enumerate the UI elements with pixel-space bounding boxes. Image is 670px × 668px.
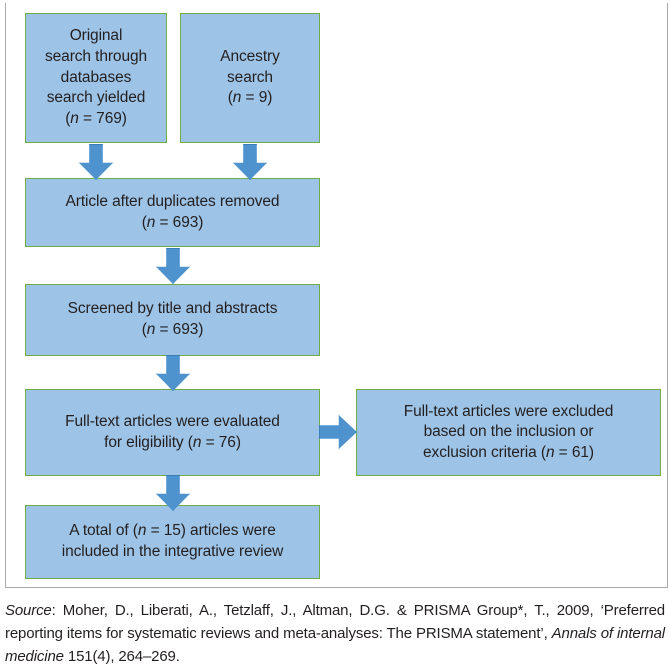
flow-box-ancestry-search-line-1: Ancestry (220, 48, 280, 66)
flow-box-full-text-excluded-line-1: Full-text articles were excluded (403, 402, 614, 420)
arrow-down-icon-screened-to-eligibility (156, 355, 190, 391)
source-locator: 151(4), 264–269. (67, 647, 180, 665)
flow-box-ancestry-search-line-2: search (227, 68, 273, 86)
flow-box-ancestry-search: Ancestry search (n = 9) (180, 13, 320, 143)
flow-box-ancestry-search-count: (n = 9) (227, 89, 273, 107)
flow-box-original-search-count: (n = 769) (65, 109, 127, 127)
flow-box-total-included-line-2: included in the integrative review (61, 543, 284, 560)
flow-box-after-duplicates-removed-count: (n = 693) (141, 213, 204, 231)
flow-box-original-search-line-4: search yielded (46, 89, 146, 107)
source-colon: : (51, 602, 63, 619)
flow-box-original-search-line-1: Original (69, 27, 123, 45)
flow-box-total-included-line-1: A total of (n = 15) articles were (69, 522, 276, 540)
flow-box-after-duplicates-removed: Article after duplicates removed (n = 69… (25, 178, 320, 247)
flow-box-original-search-line-2: search through (45, 48, 147, 66)
flow-box-original-search: Original search through databases search… (25, 13, 167, 143)
flow-box-full-text-excluded-line-2: based on the inclusion or (423, 423, 594, 441)
figure-frame: Original search through databases search… (5, 3, 668, 588)
flow-box-original-search-line-3: databases (60, 68, 132, 86)
arrow-down-icon-original-to-duplicates (79, 144, 113, 180)
source-citation: Source: Moher, D., Liberati, A., Tetzlaf… (5, 600, 665, 668)
flow-box-full-text-excluded-line-3: exclusion criteria (n = 61) (423, 443, 594, 461)
source-label: Source (5, 602, 52, 619)
flow-box-after-duplicates-removed-line-1: Article after duplicates removed (65, 192, 280, 210)
source-title: ‘Preferred reporting items for systemati… (5, 602, 665, 642)
flow-box-full-text-evaluated-line-1: Full-text articles were evaluated (65, 412, 280, 430)
source-authors: Moher, D., Liberati, A., Tetzlaff, J., A… (62, 602, 594, 619)
arrow-down-icon-ancestry-to-duplicates (233, 144, 267, 180)
source-journal: Annals of internal medicine (5, 624, 665, 665)
flow-box-screened-title-abstracts-count: (n = 693) (141, 321, 204, 338)
arrow-down-icon-duplicates-to-screened (156, 248, 190, 284)
flow-box-total-included: A total of (n = 15) articles were includ… (25, 505, 320, 579)
flow-box-full-text-excluded: Full-text articles were excluded based o… (356, 389, 661, 476)
flow-box-full-text-evaluated: Full-text articles were evaluated for el… (25, 389, 320, 476)
flow-box-full-text-evaluated-line-2: for eligibility (n = 76) (104, 433, 241, 451)
flow-box-screened-title-abstracts: Screened by title and abstracts (n = 693… (25, 284, 320, 356)
arrow-right-icon-eligibility-to-excluded (319, 415, 357, 449)
flow-box-screened-title-abstracts-line-1: Screened by title and abstracts (67, 300, 278, 318)
